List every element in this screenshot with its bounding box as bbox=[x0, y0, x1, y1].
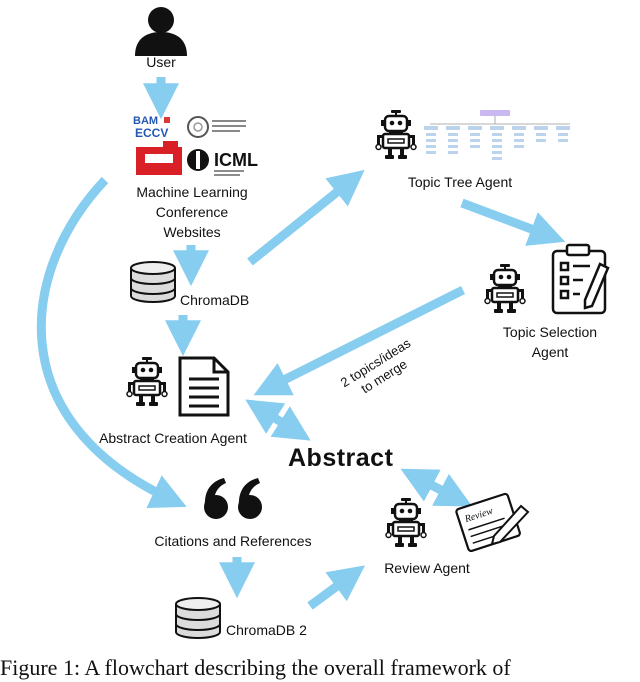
conferences-label: Machine Learning Conference Websites bbox=[120, 182, 264, 242]
chromadb-icon bbox=[130, 261, 176, 303]
pattern-recognition-logo bbox=[187, 116, 246, 138]
flow-arrows bbox=[36, 77, 566, 610]
abstract-creation-robot-icon bbox=[125, 355, 169, 408]
arrow-chromadb2-to-review bbox=[307, 565, 366, 610]
icml-logo: ICML bbox=[187, 149, 258, 176]
arrow-abstract-review bbox=[400, 468, 473, 507]
review-robot-icon bbox=[384, 496, 428, 549]
eccv-logo: BAM ECCV bbox=[133, 115, 170, 140]
topic-selection-agent-label: Topic Selection Agent bbox=[490, 322, 610, 362]
chromadb-label: ChromaDB bbox=[180, 292, 250, 308]
svg-text:BAM: BAM bbox=[133, 115, 158, 127]
svg-text:ECCV: ECCV bbox=[135, 126, 168, 140]
citations-label: Citations and References bbox=[154, 533, 312, 549]
arrow-chromadb-to-topic-tree bbox=[247, 169, 365, 266]
arrow-topic-tree-to-selection bbox=[460, 198, 566, 246]
chromadb2-icon bbox=[175, 597, 221, 639]
topic-tree-diagram bbox=[424, 110, 570, 160]
figure-caption: Figure 1: A flowchart describing the ove… bbox=[0, 655, 511, 680]
user-icon bbox=[135, 7, 187, 56]
svg-text:ICML: ICML bbox=[214, 150, 258, 170]
topic-tree-robot-icon bbox=[374, 108, 418, 161]
review-sheet-icon: Review bbox=[455, 492, 530, 553]
review-agent-label: Review Agent bbox=[384, 560, 470, 576]
arrow-selection-to-abstract-agent bbox=[253, 285, 466, 396]
abstract-node: Abstract bbox=[288, 444, 394, 472]
topic-selection-label-line-1: Topic Selection bbox=[502, 324, 598, 340]
user-label: User bbox=[146, 54, 176, 70]
conference-logo-red bbox=[136, 141, 182, 175]
quotation-marks-icon bbox=[204, 478, 262, 519]
conferences-label-line-3: Websites bbox=[163, 224, 221, 240]
chromadb2-label: ChromaDB 2 bbox=[226, 622, 307, 638]
arrow-abstract-agent-abstract bbox=[245, 399, 311, 441]
conferences-label-line-1: Machine Learning bbox=[136, 184, 248, 200]
topic-selection-robot-icon bbox=[483, 262, 527, 315]
topic-tree-agent-label: Topic Tree Agent bbox=[407, 174, 513, 190]
arrow-conferences-to-citations bbox=[36, 176, 187, 508]
topic-selection-label-line-2: Agent bbox=[531, 344, 569, 360]
document-icon bbox=[178, 356, 230, 417]
abstract-creation-agent-label: Abstract Creation Agent bbox=[99, 430, 247, 446]
conferences-label-line-2: Conference bbox=[155, 204, 229, 220]
clipboard-checklist-icon bbox=[551, 243, 610, 315]
